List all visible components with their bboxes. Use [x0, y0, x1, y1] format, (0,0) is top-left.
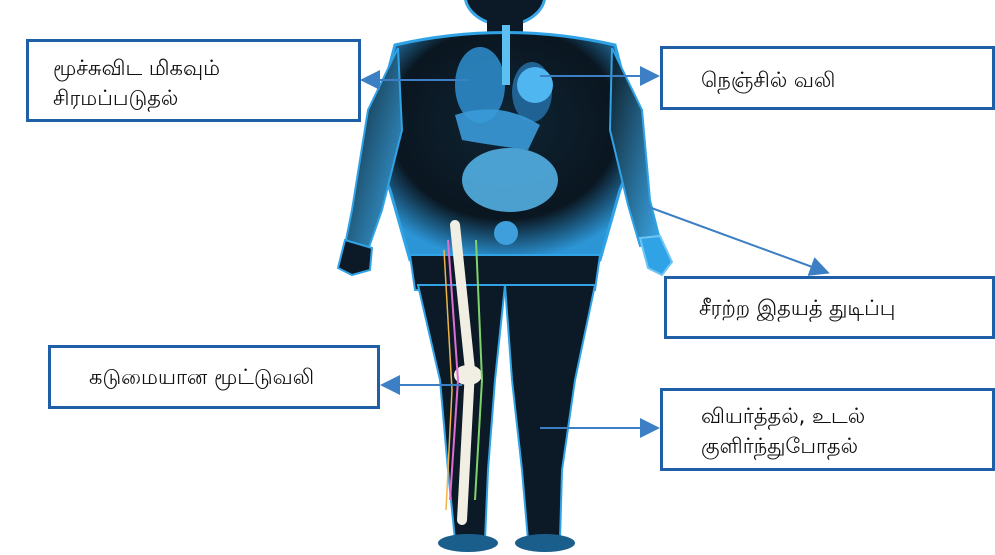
label-sweating-chills: வியர்த்தல், உடல் குளிர்ந்துபோதல்	[660, 388, 995, 471]
label-breathing-line1: மூச்சுவிட மிகவும்	[53, 53, 358, 83]
label-joint-pain-text: கடுமையான மூட்டுவலி	[89, 362, 377, 392]
label-breathing-line2: சிரமப்படுதல்	[53, 83, 358, 113]
label-breathing-difficulty: மூச்சுவிட மிகவும் சிரமப்படுதல்	[26, 39, 361, 122]
label-heartbeat-text: சீரற்ற இதயத் துடிப்பு	[699, 293, 992, 323]
label-joint-pain: கடுமையான மூட்டுவலி	[48, 345, 380, 409]
bladder	[494, 221, 518, 245]
label-chest-pain: நெஞ்சில் வலி	[660, 46, 995, 110]
intestines	[462, 148, 558, 212]
label-irregular-heartbeat: சீரற்ற இதயத் துடிப்பு	[664, 276, 995, 339]
label-sweating-line2: குளிர்ந்துபோதல்	[701, 431, 992, 461]
label-sweating-line1: வியர்த்தல், உடல்	[701, 401, 992, 431]
trachea	[502, 25, 510, 85]
label-chest-pain-text: நெஞ்சில் வலி	[701, 65, 992, 95]
heart	[517, 67, 553, 103]
